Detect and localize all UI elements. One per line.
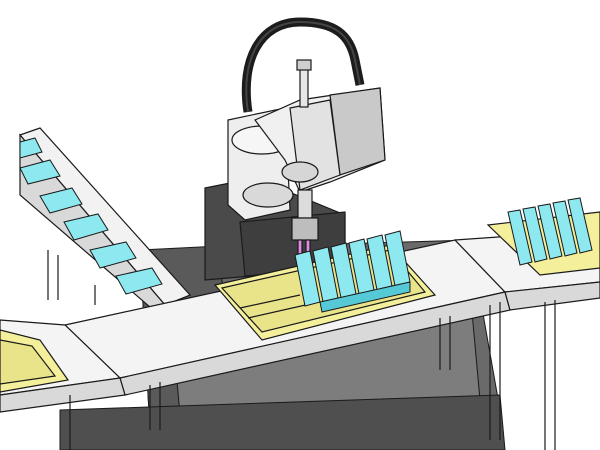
part <box>19 137 43 159</box>
part <box>19 159 61 185</box>
part <box>507 209 533 266</box>
part <box>89 241 137 269</box>
part <box>537 203 563 260</box>
part <box>39 187 83 214</box>
part <box>115 267 163 295</box>
tray-center-parts <box>294 230 411 313</box>
part <box>567 197 593 254</box>
scara-robot <box>227 17 386 261</box>
tray-left <box>0 329 70 393</box>
part <box>63 213 109 241</box>
part <box>552 200 578 257</box>
inclined-conveyor-parts <box>19 137 163 295</box>
robot-shaft-lower <box>297 189 313 219</box>
part <box>522 206 548 263</box>
tray-right-parts <box>507 197 593 266</box>
